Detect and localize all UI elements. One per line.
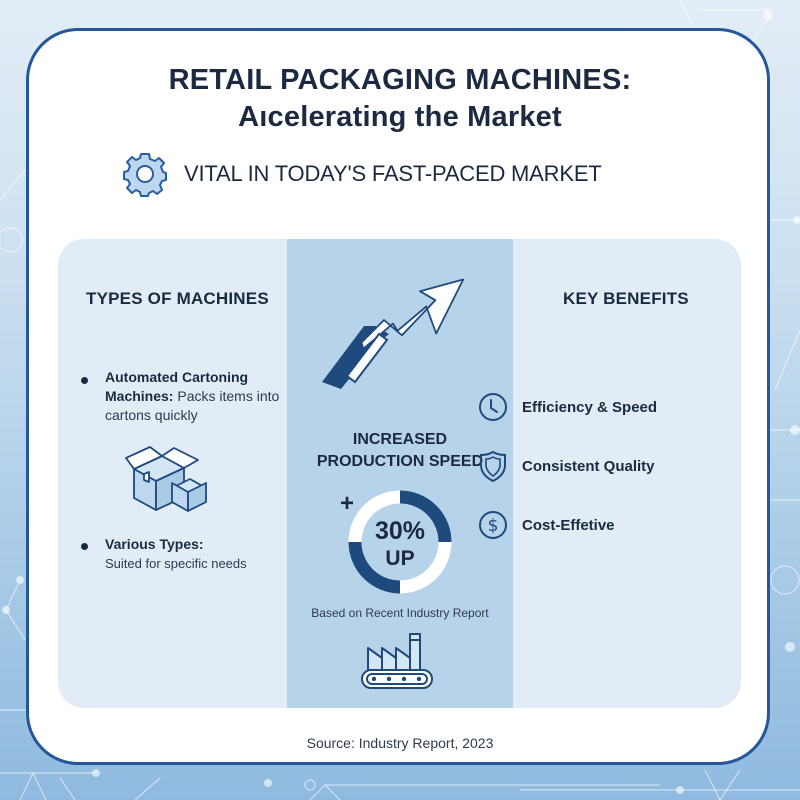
title-line-2: Aıcelerating the Market (238, 101, 562, 133)
production-speed-column: INCREASED PRODUCTION SPEED + 30% UP Base… (287, 239, 513, 708)
item-title: Various Types: (105, 536, 204, 552)
types-heading: TYPES OF MACHINES (86, 289, 269, 308)
dollar-icon: $ (479, 511, 507, 539)
production-speed-heading: INCREASED PRODUCTION SPEED (287, 429, 513, 473)
benefit-label: Efficiency & Speed (522, 398, 658, 416)
benefit-cost: $ Cost-Effetive (478, 510, 615, 540)
gear-icon (123, 153, 167, 197)
subtitle: VITAL IN TODAY'S FAST-PACED MARKET (184, 161, 602, 186)
stat-value: 30% (374, 517, 426, 545)
types-item-various: Various Types: Suited for specific needs (105, 535, 285, 573)
benefit-quality: Consistent Quality (478, 450, 655, 482)
item-title: Automated Cartoning Machines: (105, 369, 249, 404)
boxes-icon (125, 446, 207, 512)
content-panel: TYPES OF MACHINES Automated Cartoning Ma… (58, 239, 741, 708)
benefits-heading: KEY BENEFITS (563, 289, 689, 308)
svg-text:$: $ (488, 516, 499, 536)
benefit-efficiency: Efficiency & Speed (478, 392, 657, 422)
plus-sign: + (340, 490, 355, 517)
types-item-cartoning: Automated Cartoning Machines: Packs item… (105, 368, 285, 425)
speed-donut-chart: 30% UP (345, 487, 455, 597)
bullet-dot (81, 543, 88, 550)
title-line-1: RETAIL PACKAGING MACHINES: (168, 64, 632, 96)
clock-icon (479, 393, 507, 421)
benefit-label: Consistent Quality (522, 457, 655, 475)
item-description: Packs items into cartons quickly (105, 388, 280, 423)
benefit-label: Cost-Effetive (522, 516, 615, 534)
subtitle-row: VITAL IN TODAY'S FAST-PACED MARKET (122, 151, 602, 197)
factory-icon (361, 633, 433, 689)
heading-line-2: PRODUCTION SPEED (316, 453, 484, 470)
page-title: RETAIL PACKAGING MACHINES: Aıcelerating … (0, 62, 800, 136)
source-note: Source: Industry Report, 2023 (306, 735, 494, 751)
trend-arrow-icon (322, 278, 465, 389)
item-description: Suited for specific needs (105, 556, 247, 571)
heading-line-1: INCREASED (352, 431, 448, 448)
shield-icon (480, 450, 506, 482)
bullet-dot (81, 377, 88, 384)
stat-suffix: UP (385, 547, 415, 570)
donut-ring (348, 490, 452, 594)
report-note: Based on Recent Industry Report (311, 606, 489, 620)
